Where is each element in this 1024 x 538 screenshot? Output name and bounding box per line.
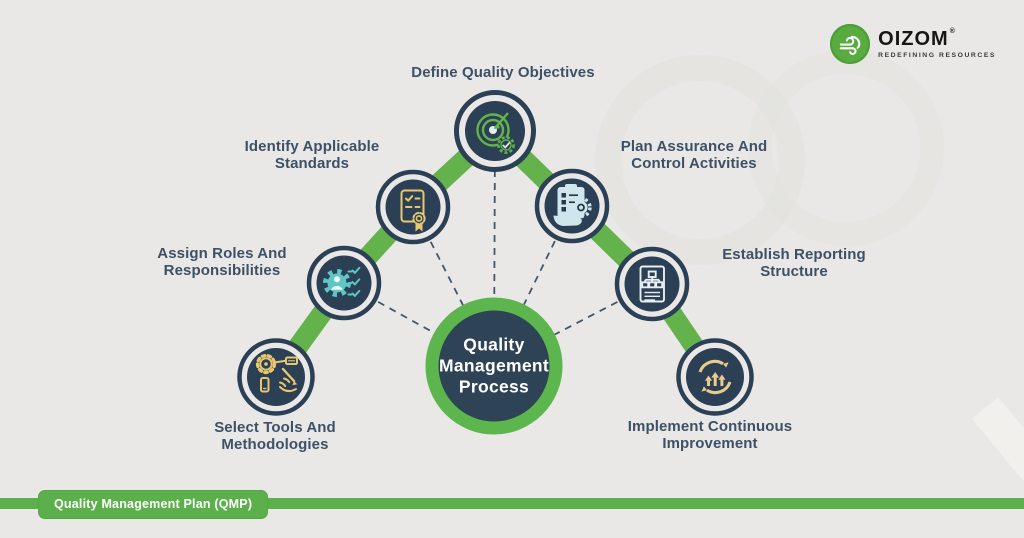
target-icon [476,112,515,154]
footer-green-bar [0,498,1024,509]
node-identify-applicable-standards [375,169,451,245]
label-identify-applicable-standards: Identify Applicable Standards [244,138,380,172]
registered-mark: ® [949,27,956,35]
label-select-tools-methodologies: Select Tools And Methodologies [214,419,336,453]
clipboard-gear-hand-icon [553,184,592,226]
footer-badge: Quality Management Plan (QMP) [38,490,269,519]
logo-tagline: REDEFINING RESOURCES [878,51,996,59]
hub-title: Quality Management Process [439,334,549,397]
node-select-tools-methodologies [237,338,315,416]
continuous-improvement-arrows-icon [698,359,732,395]
hub-quality-management-process [425,297,563,435]
org-chart-document-icon [639,265,665,303]
label-implement-continuous-improvement: Implement Continuous Improvement [627,418,793,452]
label-establish-reporting-structure: Establish Reporting Structure [722,246,866,280]
node-assign-roles-responsibilities [306,245,382,321]
node-define-quality-objectives [454,90,536,172]
label-plan-assurance-control-activities: Plan Assurance And Control Activities [620,138,768,172]
gear-person-checklist-icon [323,266,361,297]
logo-brand-text: OIZOM® [878,27,956,50]
certificate-icon [400,189,426,232]
hand-tools-gear-icon [255,353,298,393]
node-establish-reporting-structure [614,246,690,322]
oizom-wind-icon [830,24,871,64]
label-define-quality-objectives: Define Quality Objectives [411,64,595,81]
label-assign-roles-responsibilities: Assign Roles And Responsibilities [157,245,287,279]
node-plan-assurance-control-activities [534,168,610,244]
node-implement-continuous-improvement [676,338,754,416]
oizom-logo: OIZOM® REDEFINING RESOURCES [830,24,996,64]
